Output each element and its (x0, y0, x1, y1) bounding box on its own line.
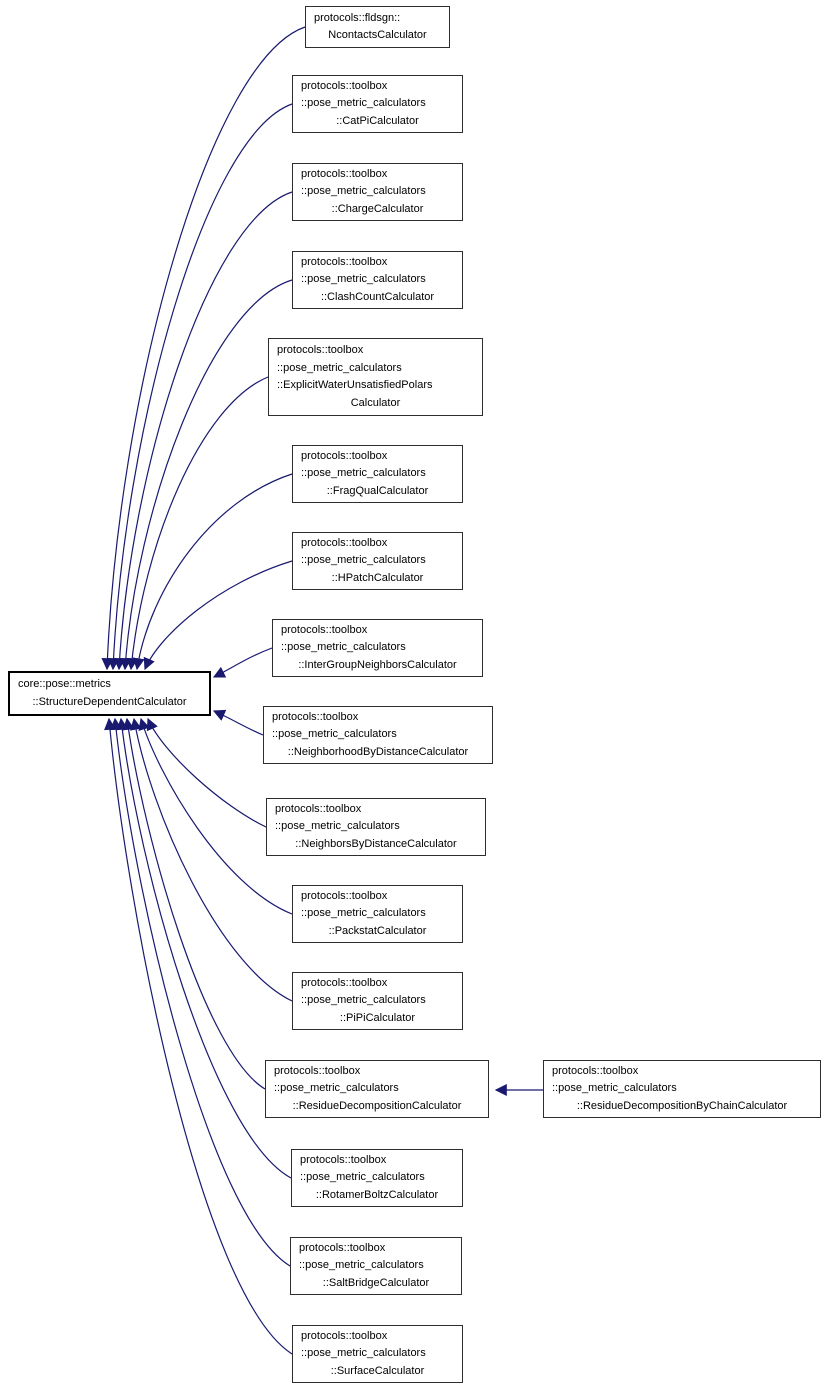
inheritance-arrow (126, 376, 269, 671)
class-node-packstat-calculator[interactable]: protocols::toolbox ::pose_metric_calcula… (292, 885, 463, 943)
class-name-line: ::pose_metric_calculators (277, 361, 402, 374)
class-name-line: protocols::toolbox (277, 344, 364, 356)
inheritance-arrow (113, 191, 293, 671)
inheritance-arrow (104, 717, 293, 1355)
class-name-line: ::CatPiCalculator (336, 114, 419, 127)
class-name-line: protocols::toolbox (301, 889, 388, 902)
class-node-hpatch-calculator[interactable]: protocols::toolbox ::pose_metric_calcula… (292, 532, 463, 590)
class-name-line: ::pose_metric_calculators (301, 467, 426, 480)
class-name-line: ::StructureDependentCalculator (32, 695, 187, 708)
class-node-surface-calculator[interactable]: protocols::toolbox ::pose_metric_calcula… (292, 1325, 463, 1383)
inheritance-arrow (119, 279, 293, 671)
class-node-residue-decomposition-calculator[interactable]: protocols::toolbox ::pose_metric_calcula… (265, 1060, 489, 1118)
class-node-pipi-calculator[interactable]: protocols::toolbox ::pose_metric_calcula… (292, 972, 463, 1030)
inheritance-arrow (146, 717, 267, 828)
class-name-line: ::pose_metric_calculators (301, 994, 426, 1007)
class-name-line: protocols::toolbox (301, 167, 388, 180)
inheritance-arrow (107, 103, 293, 671)
class-name-line: protocols::toolbox (281, 623, 368, 636)
class-name-line: ::ExplicitWaterUnsatisfiedPolars (277, 379, 433, 391)
inheritance-arrow (143, 560, 293, 671)
inheritance-arrow (122, 717, 266, 1090)
class-name-line: protocols::toolbox (299, 1241, 386, 1254)
class-name-line: ::InterGroupNeighborsCalculator (298, 658, 457, 671)
class-name-line: ::ClashCountCalculator (320, 290, 435, 303)
class-name-line: ::pose_metric_calculators (301, 1347, 426, 1360)
class-node-salt-bridge-calculator[interactable]: protocols::toolbox ::pose_metric_calcula… (290, 1237, 462, 1295)
class-node-explicit-water-unsatisfied-polars-calculator[interactable]: protocols::toolbox ::pose_metric_calcula… (268, 338, 483, 416)
class-name-line: protocols::toolbox (272, 710, 359, 723)
class-name-line: NcontactsCalculator (328, 29, 427, 41)
class-node-inter-group-neighbors-calculator[interactable]: protocols::toolbox ::pose_metric_calcula… (272, 619, 483, 677)
class-name-line: ::PackstatCalculator (328, 924, 427, 937)
class-node-clash-count-calculator[interactable]: protocols::toolbox ::pose_metric_calcula… (292, 251, 463, 309)
class-name-line: protocols::toolbox (301, 79, 388, 92)
class-node-catpi-calculator[interactable]: protocols::toolbox ::pose_metric_calcula… (292, 75, 463, 133)
class-name-line: protocols::toolbox (301, 976, 388, 989)
class-name-line: ::pose_metric_calculators (301, 185, 426, 198)
inheritance-arrow (132, 473, 293, 671)
class-name-line: ::FragQualCalculator (326, 484, 429, 497)
class-name-line: ::pose_metric_calculators (281, 641, 406, 654)
class-name-line: ::NeighborsByDistanceCalculator (295, 837, 457, 850)
class-node-frag-qual-calculator[interactable]: protocols::toolbox ::pose_metric_calcula… (292, 445, 463, 503)
class-name-line: protocols::toolbox (301, 449, 388, 462)
class-name-line: protocols::toolbox (301, 255, 388, 268)
class-name-line: core::pose::metrics (18, 678, 111, 690)
class-name-line: ::SaltBridgeCalculator (322, 1276, 430, 1289)
class-node-ncontacts-calculator[interactable]: protocols::fldsgn:: NcontactsCalculator (305, 6, 450, 48)
class-node-charge-calculator[interactable]: protocols::toolbox ::pose_metric_calcula… (292, 163, 463, 221)
class-name-line: protocols::fldsgn:: (314, 11, 401, 24)
class-name-line: ::PiPiCalculator (339, 1011, 416, 1024)
inheritance-arrow (212, 709, 264, 736)
class-node-residue-decomposition-by-chain-calculator[interactable]: protocols::toolbox ::pose_metric_calcula… (543, 1060, 821, 1118)
inheritance-arrow (110, 717, 291, 1267)
class-name-line: ::ChargeCalculator (331, 202, 424, 215)
class-node-structure-dependent-calculator[interactable]: core::pose::metrics ::StructureDependent… (8, 671, 211, 716)
class-name-line: ::pose_metric_calculators (275, 820, 400, 833)
class-name-line: protocols::toolbox (552, 1064, 639, 1077)
class-name-line: ::pose_metric_calculators (274, 1082, 399, 1095)
class-node-neighborhood-by-distance-calculator[interactable]: protocols::toolbox ::pose_metric_calcula… (263, 706, 493, 764)
class-name-line: protocols::toolbox (300, 1153, 387, 1166)
class-name-line: ::ResidueDecompositionCalculator (292, 1099, 462, 1112)
class-name-line: protocols::toolbox (274, 1064, 361, 1077)
class-name-line: ::SurfaceCalculator (330, 1364, 425, 1377)
class-node-rotamer-boltz-calculator[interactable]: protocols::toolbox ::pose_metric_calcula… (291, 1149, 463, 1207)
class-name-line: protocols::toolbox (275, 802, 362, 815)
class-name-line: protocols::toolbox (301, 536, 388, 549)
class-name-line: ::pose_metric_calculators (301, 97, 426, 110)
class-name-line: ::pose_metric_calculators (301, 554, 426, 567)
inheritance-arrow (212, 647, 273, 678)
class-node-neighbors-by-distance-calculator[interactable]: protocols::toolbox ::pose_metric_calcula… (266, 798, 486, 856)
class-name-line: ::pose_metric_calculators (552, 1082, 677, 1095)
class-name-line: ::pose_metric_calculators (301, 273, 426, 286)
class-name-line: Calculator (350, 396, 401, 409)
class-name-line: ::pose_metric_calculators (299, 1259, 424, 1272)
class-name-line: protocols::toolbox (301, 1329, 388, 1342)
class-name-line: ::pose_metric_calculators (300, 1171, 425, 1184)
class-name-line: ::ResidueDecompositionByChainCalculator (576, 1099, 788, 1112)
class-name-line: ::pose_metric_calculators (272, 728, 397, 741)
class-name-line: ::HPatchCalculator (331, 571, 424, 584)
class-name-line: ::RotamerBoltzCalculator (315, 1188, 439, 1201)
class-name-line: ::pose_metric_calculators (301, 907, 426, 920)
class-name-line: ::NeighborhoodByDistanceCalculator (287, 745, 469, 758)
